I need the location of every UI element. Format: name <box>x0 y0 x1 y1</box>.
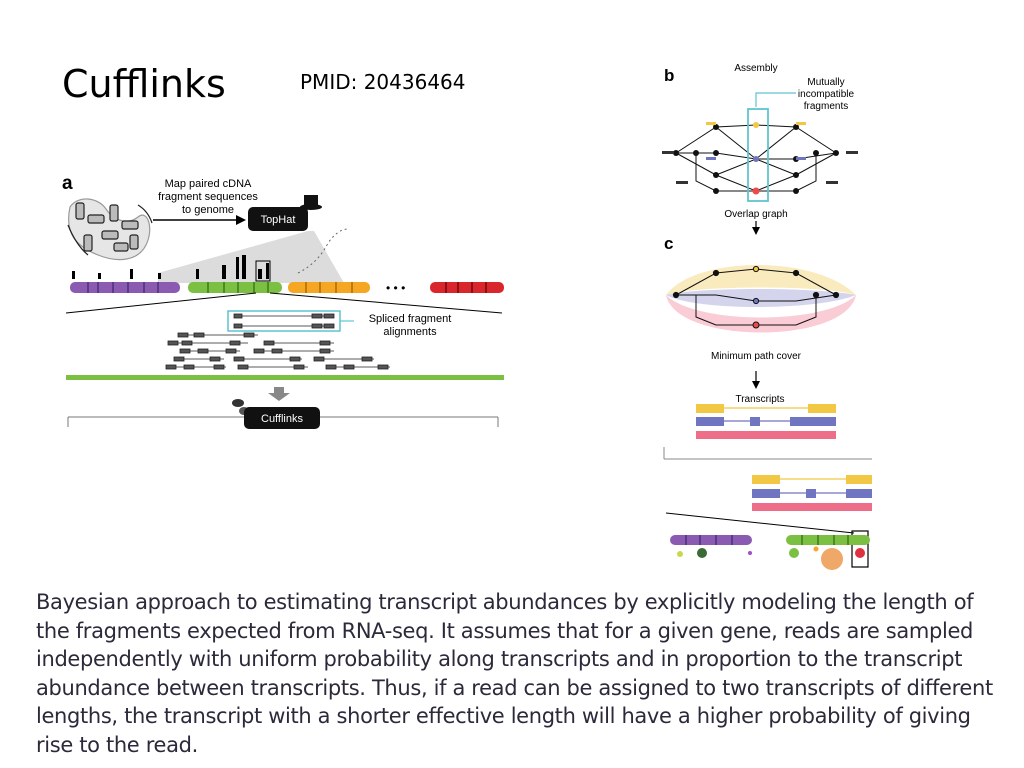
chromosome-orange <box>288 282 370 293</box>
zoom-box <box>255 260 271 282</box>
tophat-box: TopHat <box>248 207 308 231</box>
panel-a-label: a <box>62 173 73 194</box>
figure-a: a Map paired cDNA fragment sequences to … <box>62 173 504 429</box>
chromatin-cluster-icon <box>67 198 153 261</box>
incompatible-line-2: incompatible <box>798 89 855 100</box>
cufflinks-label: Cufflinks <box>261 413 303 425</box>
panel-b-label: b <box>664 66 674 85</box>
description-line: Bayesian approach to estimating transcri… <box>36 590 974 614</box>
map-caption-line-3: to genome <box>182 204 234 216</box>
description-line: abundance between transcripts. Thus, if … <box>36 675 993 700</box>
incompatible-highlight <box>747 108 769 202</box>
incompatible-line-3: fragments <box>804 101 848 112</box>
min-path-cover-label: Minimum path cover <box>711 351 802 362</box>
map-caption-line-2: fragment sequences <box>158 191 258 203</box>
fragment-alignments <box>165 313 390 370</box>
transcript-models <box>696 404 836 439</box>
description-line: the fragments expected from RNA-seq. It … <box>36 618 974 643</box>
reference-bar <box>66 375 504 380</box>
chromosome-green <box>188 282 282 293</box>
overlap-graph-label: Overlap graph <box>724 209 787 220</box>
pmid-label: PMID: 20436464 <box>300 70 466 94</box>
read-pileup <box>72 255 269 279</box>
slide-title: Cufflinks <box>62 62 226 106</box>
spliced-caption-line-1: Spliced fragment <box>369 313 452 325</box>
assembly-label: Assembly <box>734 63 777 74</box>
transcripts-label: Transcripts <box>735 394 784 405</box>
panel-c-label: c <box>664 234 673 253</box>
map-caption-line-1: Map paired cDNA <box>165 178 252 190</box>
figure-bc: b Assembly Mutually incompatible fragmen… <box>662 63 872 570</box>
spliced-caption-line-2: alignments <box>383 326 437 338</box>
description-paragraph: Bayesian approach to estimating transcri… <box>36 588 996 760</box>
spliced-highlight-box <box>227 310 341 332</box>
path-cover-bands <box>666 265 856 333</box>
top-hat-icon <box>300 195 322 210</box>
description-line: lengths, the transcript with a shorter e… <box>36 704 971 729</box>
chromosome-red <box>430 282 504 293</box>
description-line: rise to the read. <box>36 732 198 757</box>
transcript-models-zoom <box>752 475 872 511</box>
chromosomes-small <box>670 535 870 570</box>
path-cover-graph <box>672 265 840 329</box>
chromosome-purple <box>70 282 180 293</box>
overlap-nodes <box>662 122 858 195</box>
tophat-label: TopHat <box>261 214 296 226</box>
incompatible-line-1: Mutually <box>807 77 844 88</box>
description-line: independently with uniform probability a… <box>36 647 963 672</box>
cufflinks-box: Cufflinks <box>244 407 320 429</box>
chromosome-ellipsis: • • • <box>386 281 405 295</box>
